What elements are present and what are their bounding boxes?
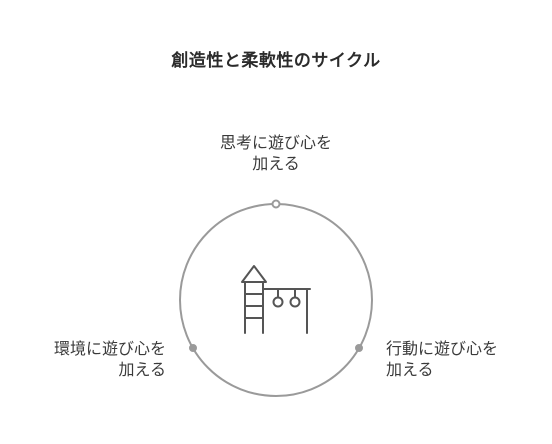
node-dot-top bbox=[271, 199, 281, 209]
node-label-left-line1: 環境に遊び心を bbox=[53, 339, 166, 358]
playground-icon bbox=[241, 265, 311, 334]
node-label-top-line2: 加える bbox=[252, 154, 300, 173]
node-label-right: 行動に遊び心を 加える bbox=[386, 338, 546, 380]
node-label-top: 思考に遊び心を 加える bbox=[176, 132, 376, 174]
node-dot-left bbox=[189, 344, 197, 352]
node-label-top-line1: 思考に遊び心を bbox=[219, 133, 332, 152]
node-label-right-line1: 行動に遊び心を bbox=[386, 339, 499, 358]
node-label-left: 環境に遊び心を 加える bbox=[6, 338, 166, 380]
node-label-right-line2: 加える bbox=[386, 360, 434, 379]
node-dot-right bbox=[355, 344, 363, 352]
diagram-title: 創造性と柔軟性のサイクル bbox=[171, 51, 381, 71]
cycle-circle bbox=[179, 203, 373, 397]
node-label-left-line2: 加える bbox=[118, 360, 166, 379]
